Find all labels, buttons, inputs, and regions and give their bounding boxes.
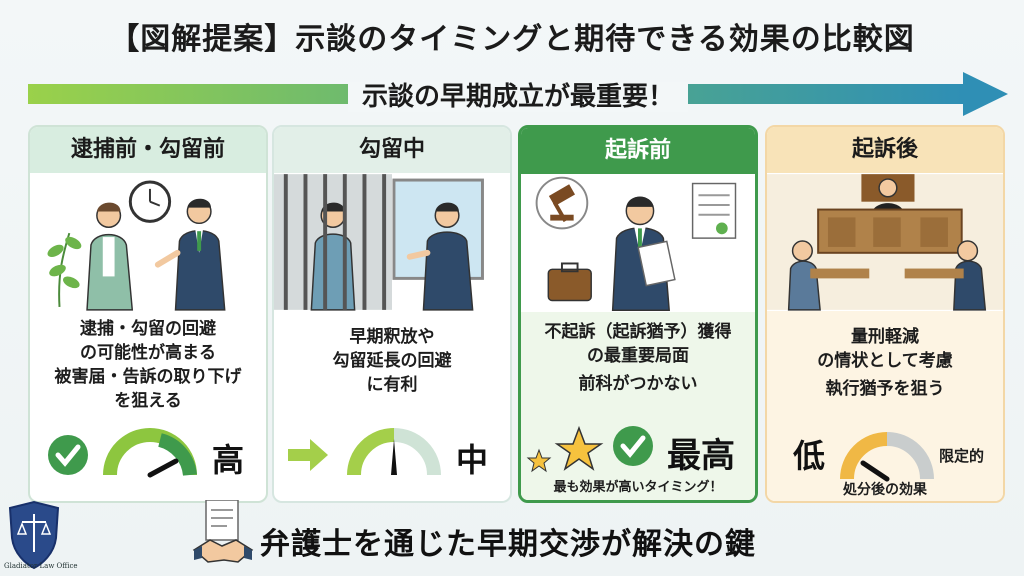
effect-level: 中 (456, 441, 489, 479)
banner-text: 示談の早期成立が最重要！ (347, 82, 688, 112)
effect-meter: 低 (767, 425, 1003, 495)
desc-line: 不起訴（起訴猶予）獲得 (544, 322, 732, 342)
footer-message: 弁護士を通じた早期交渉が解決の鍵 (260, 527, 756, 562)
lawyer-document-illustration (535, 176, 737, 312)
gauge-icon (840, 432, 934, 482)
desc-line: 勾留延長の回避 (332, 351, 452, 371)
effect-level: 低 (793, 437, 826, 475)
handshake-document-icon (192, 500, 254, 563)
card-heading: 勾留中 (274, 127, 510, 173)
desc-line: 逮捕・勾留の回避 (80, 319, 216, 339)
effect-level: 最高 (667, 436, 735, 476)
card-heading: 逮捕前・勾留前 (30, 127, 266, 173)
card-after-indictment: 起訴後 量刑軽減 の情状として考慮 執行猶予を狙う 低 限定的 処分後の効果 (765, 125, 1005, 503)
card-before-indictment: 起訴前 不起訴（起訴猶予）獲得 の最重要局面 前科がつかない (518, 125, 758, 503)
detention-illustration (274, 174, 484, 311)
desc-line: の情状として考慮 (817, 351, 953, 371)
timeline-arrow: 示談の早期成立が最重要！ (28, 72, 1008, 116)
card-description: 早期釈放や 勾留延長の回避 に有利 (280, 325, 504, 397)
desc-line: の最重要局面 (587, 346, 689, 366)
desc-line: 量刑軽減 (851, 327, 919, 347)
check-icon (613, 426, 653, 466)
best-timing-label: 最も効果が高いタイミング！ (553, 480, 723, 495)
check-icon (48, 435, 88, 475)
effect-meter: 高 (30, 425, 266, 495)
limited-label: 限定的 (939, 447, 985, 465)
card-description: 逮捕・勾留の回避 の可能性が高まる 被害届・告訴の取り下げ を狙える (36, 317, 260, 413)
star-icon (526, 425, 604, 473)
effect-level: 高 (212, 441, 245, 479)
desc-line: 被害届・告訴の取り下げ (54, 367, 242, 387)
desc-line: を狙える (114, 391, 182, 411)
after-effect-label: 処分後の効果 (843, 482, 927, 498)
desc-line: に有利 (366, 375, 418, 395)
gauge-icon (347, 428, 441, 476)
effect-meter: 最高 (521, 425, 755, 496)
effect-meter: 中 (274, 425, 510, 495)
desc-line: 早期釈放や (349, 327, 435, 347)
card-during-detention: 勾留中 早期釈放や 勾留延長の回避 に有利 (272, 125, 512, 503)
card-description: 量刑軽減 の情状として考慮 執行猶予を狙う (773, 325, 997, 401)
card-heading: 起訴前 (521, 128, 755, 174)
page-title: 【図解提案】示談のタイミングと期待できる効果の比較図 (109, 22, 915, 57)
card-before-arrest: 逮捕前・勾留前 逮捕・勾留の回避 の可能性が高まる 被害届・告訴の取り下げ を狙… (28, 125, 268, 503)
courtroom-illustration (767, 174, 1003, 311)
consultation-illustration (47, 180, 226, 311)
card-description: 不起訴（起訴猶予）獲得 の最重要局面 前科がつかない (527, 320, 749, 396)
law-office-name: Gladiator Law Office (4, 562, 78, 570)
desc-line: 前科がつかない (578, 374, 698, 394)
arrow-right-icon (288, 439, 328, 471)
gauge-icon (103, 428, 197, 478)
card-heading: 起訴後 (767, 127, 1003, 173)
desc-line: の可能性が高まる (80, 343, 216, 363)
law-office-logo (8, 500, 60, 570)
desc-line: 執行猶予を狙う (825, 379, 945, 399)
